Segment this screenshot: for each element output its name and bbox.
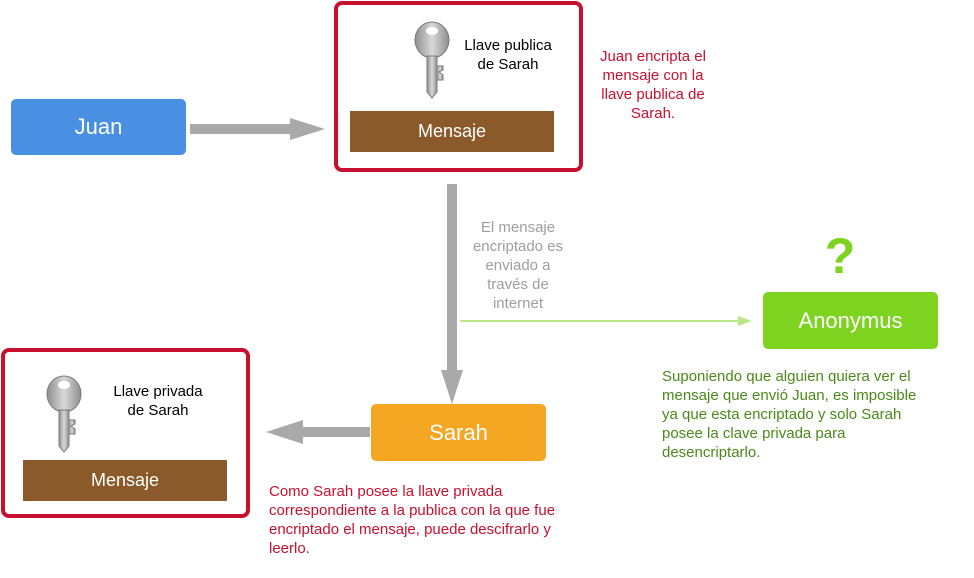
sent-note-line: encriptado es bbox=[472, 238, 564, 255]
anonymus-note-line: mensaje que envió Juan, es imposible bbox=[662, 387, 917, 404]
arrow-right-icon bbox=[190, 118, 325, 140]
anonymus-note: Suponiendo que alguien quiera ver el men… bbox=[662, 367, 972, 462]
sarah-note-line: Como Sarah posee la llave privada bbox=[269, 483, 503, 500]
public-key-label-line2: de Sarah bbox=[477, 56, 539, 73]
private-key-label-line1: Llave privada bbox=[113, 383, 203, 400]
sent-note-line: enviado a bbox=[485, 257, 551, 274]
anonymus-note-line: desencriptarlo. bbox=[662, 444, 761, 461]
private-key-label: Llave privada de Sarah bbox=[100, 382, 216, 420]
sent-note: El mensaje encriptado es enviado a travé… bbox=[462, 218, 574, 313]
anonymus-note-line: Suponiendo que alguien quiera ver el bbox=[662, 368, 911, 385]
arrow-left-icon bbox=[266, 420, 370, 444]
public-key-label: Llave publica de Sarah bbox=[452, 36, 564, 74]
juan-label: Juan bbox=[74, 114, 123, 139]
anonymus-label: Anonymus bbox=[798, 307, 903, 333]
encrypt-note: Juan encripta el mensaje con la llave pu… bbox=[588, 47, 718, 123]
encrypt-note-line: llave publica de bbox=[601, 86, 705, 103]
message-label-top: Mensaje bbox=[417, 121, 487, 141]
sent-note-line: internet bbox=[492, 295, 544, 312]
anonymus-note-line: posee la clave privada para bbox=[662, 425, 846, 442]
anonymus-node: Anonymus bbox=[763, 292, 938, 349]
sarah-note: Como Sarah posee la llave privada corres… bbox=[269, 482, 609, 558]
anonymus-note-line: ya que esta encriptado y solo Sarah bbox=[662, 406, 902, 423]
public-key-label-line1: Llave publica bbox=[464, 37, 552, 54]
encrypt-note-line: Sarah. bbox=[630, 105, 676, 122]
arrow-down-icon bbox=[441, 184, 463, 404]
sarah-note-line: encriptado el mensaje, puede descifrarlo… bbox=[269, 521, 551, 538]
sarah-note-line: correspondiente a la publica con la que … bbox=[269, 502, 556, 519]
encrypt-note-line: mensaje con la bbox=[602, 67, 704, 84]
message-block-bottom: Mensaje bbox=[23, 460, 227, 501]
sarah-label: Sarah bbox=[429, 419, 488, 445]
sarah-note-line: leerlo. bbox=[269, 540, 310, 557]
internet-arrow bbox=[460, 316, 752, 326]
message-block-top: Mensaje bbox=[350, 111, 554, 152]
juan-node: Juan bbox=[11, 99, 186, 155]
encrypt-note-line: Juan encripta el bbox=[600, 48, 706, 65]
message-label-bottom: Mensaje bbox=[90, 470, 160, 490]
sent-note-line: El mensaje bbox=[480, 219, 556, 236]
private-key-label-line2: de Sarah bbox=[127, 402, 189, 419]
sent-note-line: través de bbox=[487, 276, 549, 293]
sarah-node: Sarah bbox=[371, 404, 546, 461]
question-icon: ? bbox=[824, 228, 856, 284]
key-icon bbox=[414, 21, 450, 99]
key-icon bbox=[46, 375, 82, 453]
